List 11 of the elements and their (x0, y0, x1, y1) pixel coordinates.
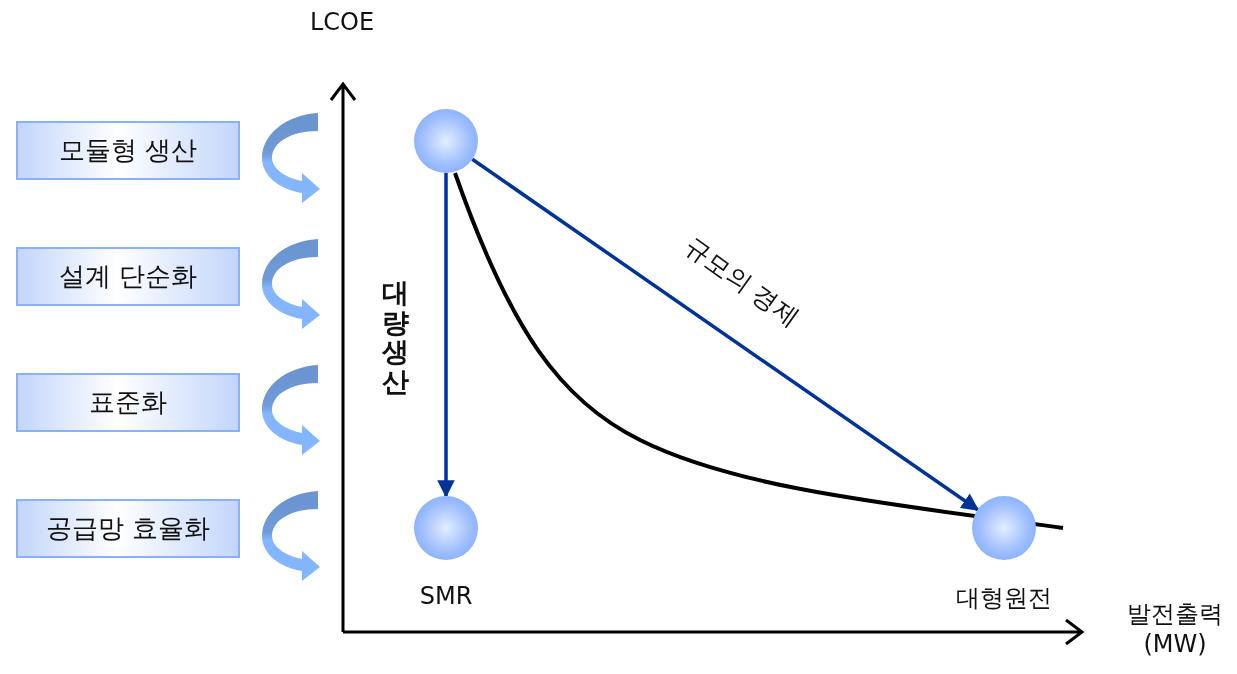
process-box: 공급망 효율화 (16, 499, 240, 558)
sphere (972, 496, 1036, 560)
axis-label: 발전출력 (MW) (1126, 599, 1224, 658)
node-caption: SMR (419, 582, 473, 610)
node-caption: 대형원전 (956, 583, 1052, 614)
process-box: 모듈형 생산 (16, 121, 240, 180)
arrow (471, 157, 980, 512)
process-box: 표준화 (16, 373, 240, 432)
arrow (437, 173, 455, 498)
axis-label: LCOE (308, 8, 376, 36)
process-box: 설계 단순화 (16, 247, 240, 306)
